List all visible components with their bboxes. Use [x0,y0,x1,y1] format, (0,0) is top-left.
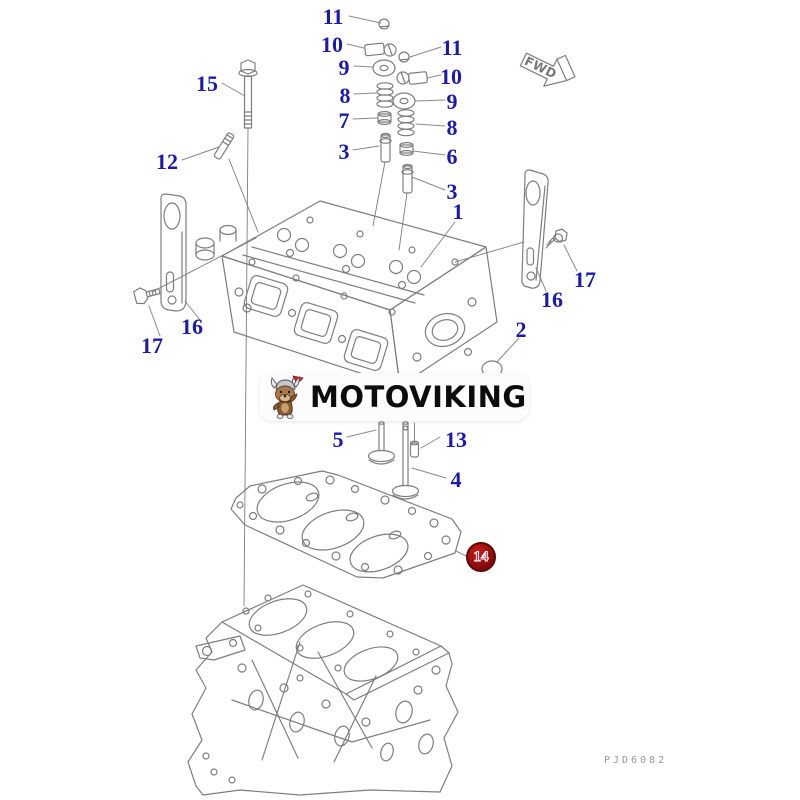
callout-1: 1 [452,199,464,224]
callout-8-right: 8 [446,115,458,140]
leader-lines [148,15,578,557]
callout-11-left: 11 [322,4,344,29]
valve-collet-part-10-left [364,42,397,57]
callout-13: 13 [445,427,467,452]
callout-16-right: 16 [541,287,563,312]
callout-9-right: 9 [446,89,458,114]
callout-14-label: 14 [473,548,489,565]
callout-3-right: 3 [446,179,458,204]
motoviking-logo-text: MOTOVIKING [310,380,527,414]
stud-part-12 [213,132,235,160]
valve-guide-part-3-left [379,132,392,163]
callout-14-badge: 14 [466,542,496,572]
callout-12: 12 [156,149,178,174]
bolt-part-17-left [133,287,161,305]
figure-code: PJD6082 [604,755,668,766]
callout-16-left: 16 [181,314,203,339]
valve-collet-part-10-right [396,71,428,85]
head-gasket-part-14 [230,470,462,579]
callout-11-right: 11 [441,35,463,60]
valve-cap-part-11-left [378,18,390,30]
fwd-arrow-label: FWD [522,53,559,81]
valve-cap-part-11-right [398,51,410,63]
callout-9-left: 9 [338,55,350,80]
valve-part-4 [391,421,420,500]
bolt-part-17-right [545,228,568,249]
fwd-direction-arrow: FWD [519,52,576,87]
stem-seal-part-6-right [399,142,414,157]
stem-seal-part-7-left [377,110,392,125]
assembly-axis-lines [228,127,415,607]
callout-2: 2 [515,317,527,342]
motoviking-logo-band: MOTOVIKING [259,373,529,421]
valve-spring-part-8-left [376,82,394,108]
lifting-bracket-part-16-right [521,169,549,289]
callout-10-left: 10 [321,32,343,57]
valve-cap-part-13 [409,440,420,458]
callout-5: 5 [332,427,344,452]
lifting-bracket-part-16-left [160,193,187,312]
callout-17-right: 17 [574,267,596,292]
callout-4: 4 [450,467,462,492]
spring-retainer-part-9-left [372,59,396,77]
callout-8-left: 8 [339,83,351,108]
callout-17-left: 17 [141,333,163,358]
viking-mascot-icon [270,375,304,419]
cylinder-head-part-1 [195,200,498,387]
cylinder-block [187,584,459,796]
head-bolt-part-15 [238,59,258,129]
callout-3-left: 3 [338,139,350,164]
valve-guide-part-3-right [401,163,414,194]
callout-6: 6 [446,144,458,169]
callout-15: 15 [196,71,218,96]
callout-7: 7 [338,108,350,133]
valve-spring-part-8-right [397,109,415,137]
callout-10-right: 10 [440,64,462,89]
valve-part-5 [367,421,396,465]
spring-retainer-part-9-right [392,92,416,110]
